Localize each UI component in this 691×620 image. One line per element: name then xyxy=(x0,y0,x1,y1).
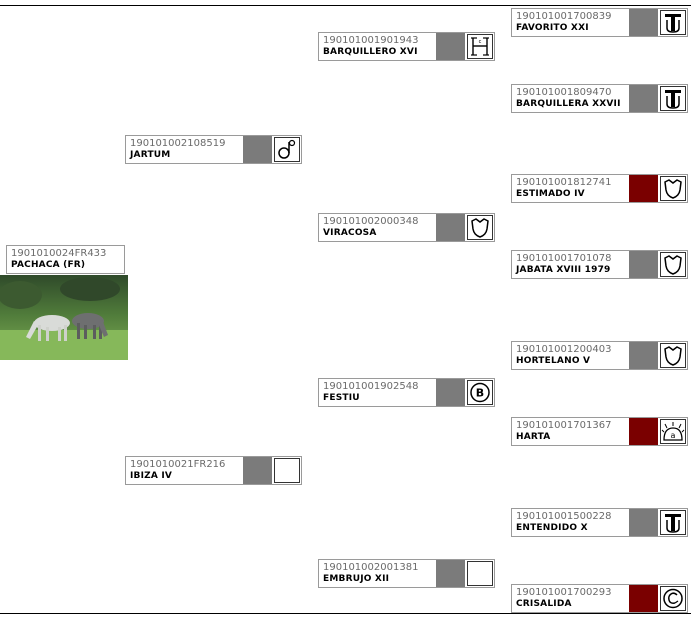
gen2-code-3: 190101001902548 xyxy=(323,381,419,392)
shield-icon xyxy=(660,343,686,368)
subject-name: PACHACA (FR) xyxy=(11,260,86,270)
gen2-marker-3 xyxy=(436,379,465,406)
gen3-name-1: FAVORITO XXI xyxy=(516,23,589,33)
t-tower-icon xyxy=(660,86,686,111)
b-circle-icon: B xyxy=(467,380,493,405)
shield-icon xyxy=(660,252,686,277)
svg-text:c: c xyxy=(479,39,482,45)
gen3-name-5: HORTELANO V xyxy=(516,356,591,366)
t-tower-icon xyxy=(660,10,686,35)
gen2-card-2[interactable]: 190101002000348 VIRACOSA xyxy=(318,213,495,242)
blank-icon xyxy=(274,458,300,483)
gen3-marker-8 xyxy=(629,585,658,612)
gen3-code-7: 190101001500228 xyxy=(516,511,612,522)
bottom-rule xyxy=(0,613,691,614)
sire-name: JARTUM xyxy=(130,150,171,160)
gen3-name-4: JABATA XVIII 1979 xyxy=(516,265,611,275)
gen3-code-2: 190101001809470 xyxy=(516,87,612,98)
gen3-card-2[interactable]: 190101001809470 BARQUILLERA XXVII xyxy=(511,84,688,113)
gen2-marker-2 xyxy=(436,214,465,241)
shield-icon xyxy=(467,215,493,240)
gen3-name-3: ESTIMADO IV xyxy=(516,189,585,199)
a-sun-icon: a xyxy=(660,419,686,444)
gen2-name-1: BARQUILLERO XVI xyxy=(323,47,418,57)
gen2-marker-4 xyxy=(436,560,465,587)
subject-card[interactable]: 1901010024FR433 PACHACA (FR) xyxy=(6,245,125,274)
gen2-card-3[interactable]: 190101001902548 FESTIU B xyxy=(318,378,495,407)
gen3-code-4: 190101001701078 xyxy=(516,253,612,264)
gen3-code-8: 190101001700293 xyxy=(516,587,612,598)
sire-card[interactable]: 190101002108519 JARTUM xyxy=(125,135,302,164)
dam-name: IBIZA IV xyxy=(130,471,173,481)
svg-text:a: a xyxy=(671,431,676,440)
gen2-name-4: EMBRUJO XII xyxy=(323,574,390,584)
gen3-name-7: ENTENDIDO X xyxy=(516,523,588,533)
dam-card[interactable]: 1901010021FR216 IBIZA IV xyxy=(125,456,302,485)
gen3-card-1[interactable]: 190101001700839 FAVORITO XXI xyxy=(511,8,688,37)
dg-icon xyxy=(274,137,300,162)
svg-text:B: B xyxy=(476,387,484,400)
gen3-marker-5 xyxy=(629,342,658,369)
gen3-marker-1 xyxy=(629,9,658,36)
dam-code: 1901010021FR216 xyxy=(130,459,226,470)
gen2-code-2: 190101002000348 xyxy=(323,216,419,227)
subject-code: 1901010024FR433 xyxy=(11,248,107,259)
gen2-card-1[interactable]: 190101001901943 BARQUILLERO XVI c xyxy=(318,32,495,61)
shield-icon xyxy=(660,176,686,201)
gen3-name-8: CRISALIDA xyxy=(516,599,572,609)
gen2-name-2: VIRACOSA xyxy=(323,228,377,238)
gen2-code-4: 190101002001381 xyxy=(323,562,419,573)
gen3-code-6: 190101001701367 xyxy=(516,420,612,431)
gen3-marker-3 xyxy=(629,175,658,202)
gen2-name-3: FESTIU xyxy=(323,393,360,403)
gen2-marker-1 xyxy=(436,33,465,60)
blank-icon xyxy=(467,561,493,586)
gen3-card-7[interactable]: 190101001500228 ENTENDIDO X xyxy=(511,508,688,537)
sire-marker xyxy=(243,136,272,163)
gen3-marker-4 xyxy=(629,251,658,278)
gen3-marker-2 xyxy=(629,85,658,112)
gen2-card-4[interactable]: 190101002001381 EMBRUJO XII xyxy=(318,559,495,588)
gen3-name-6: HARTA xyxy=(516,432,551,442)
gen3-card-3[interactable]: 190101001812741 ESTIMADO IV xyxy=(511,174,688,203)
gen3-name-2: BARQUILLERA XXVII xyxy=(516,99,621,109)
t-tower-icon xyxy=(660,510,686,535)
horse-photo xyxy=(0,275,128,360)
h-bracket-icon: c xyxy=(467,34,493,59)
top-rule xyxy=(0,5,691,6)
gen3-card-5[interactable]: 190101001200403 HORTELANO V xyxy=(511,341,688,370)
gen3-card-8[interactable]: 190101001700293 CRISALIDA xyxy=(511,584,688,613)
c-circle-icon xyxy=(660,586,686,611)
sire-code: 190101002108519 xyxy=(130,138,226,149)
gen3-marker-6 xyxy=(629,418,658,445)
gen2-code-1: 190101001901943 xyxy=(323,35,419,46)
gen3-marker-7 xyxy=(629,509,658,536)
dam-marker xyxy=(243,457,272,484)
gen3-card-4[interactable]: 190101001701078 JABATA XVIII 1979 xyxy=(511,250,688,279)
gen3-code-1: 190101001700839 xyxy=(516,11,612,22)
gen3-card-6[interactable]: 190101001701367 HARTA a xyxy=(511,417,688,446)
gen3-code-3: 190101001812741 xyxy=(516,177,612,188)
gen3-code-5: 190101001200403 xyxy=(516,344,612,355)
